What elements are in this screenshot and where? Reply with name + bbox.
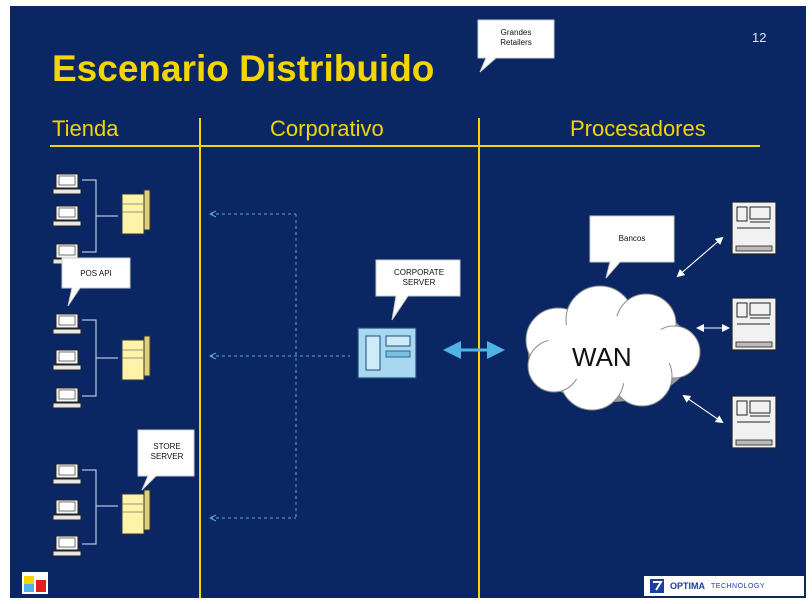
column-heading-corporativo: Corporativo	[270, 116, 384, 141]
callout-grandes-retailers	[477, 19, 555, 73]
arrow-head-icon	[208, 352, 217, 360]
store-server-icon	[121, 489, 151, 535]
callout-pos-api-text: POS API	[80, 269, 112, 278]
pos-terminal-icon	[52, 205, 82, 227]
pos-terminal-icon	[52, 499, 82, 521]
brand-name: OPTIMA	[670, 581, 705, 591]
callout-store-server	[137, 429, 195, 491]
corporate-server-icon	[357, 327, 417, 379]
callout-corporate-server	[375, 259, 461, 321]
callout-corporate-server-text: CORPORATE SERVER	[393, 268, 445, 287]
dashed-connections	[210, 213, 350, 519]
diagram-canvas	[22, 19, 777, 598]
column-heading-procesadores: Procesadores	[570, 116, 706, 141]
slide: 12 Escenario Distribuido Tienda Corporat…	[10, 6, 806, 598]
brand-sub: TECHNOLOGY	[711, 582, 766, 590]
pos-terminal-icon	[52, 313, 82, 335]
callout-bubbles	[61, 19, 675, 491]
pos-terminal-icon	[52, 173, 82, 195]
store-server-icon	[121, 335, 151, 381]
logo-icon	[22, 572, 48, 594]
processor-mainframe-icon	[731, 297, 777, 351]
arrow-head-icon	[208, 514, 217, 522]
store-server-icon	[121, 189, 151, 235]
page-number: 12	[752, 30, 767, 45]
store-group-3	[52, 463, 151, 557]
brand-mark-icon	[650, 579, 664, 593]
processor-mainframe-icon	[731, 395, 777, 449]
brand-logo: OPTIMA TECHNOLOGY	[644, 576, 804, 596]
callout-pos-api	[61, 257, 131, 307]
callout-bancos	[589, 215, 675, 279]
pos-terminal-icon	[52, 463, 82, 485]
arrow-head-icon	[208, 210, 217, 218]
callout-store-server-text: STORE SERVER	[150, 442, 184, 461]
callout-bancos-text: Bancos	[618, 234, 646, 243]
wan-cloud-icon	[525, 285, 701, 411]
store-group-2	[52, 313, 151, 409]
pos-terminal-icon	[52, 387, 82, 409]
pos-terminal-icon	[52, 349, 82, 371]
wan-label: WAN	[572, 342, 632, 372]
callout-grandes-retailers-text: Grandes Retailers	[500, 28, 532, 47]
column-heading-tienda: Tienda	[52, 116, 119, 141]
store-group-1	[52, 173, 151, 265]
slide-title: Escenario Distribuido	[52, 48, 435, 89]
pos-terminal-icon	[52, 535, 82, 557]
processor-mainframe-icon	[731, 201, 777, 255]
